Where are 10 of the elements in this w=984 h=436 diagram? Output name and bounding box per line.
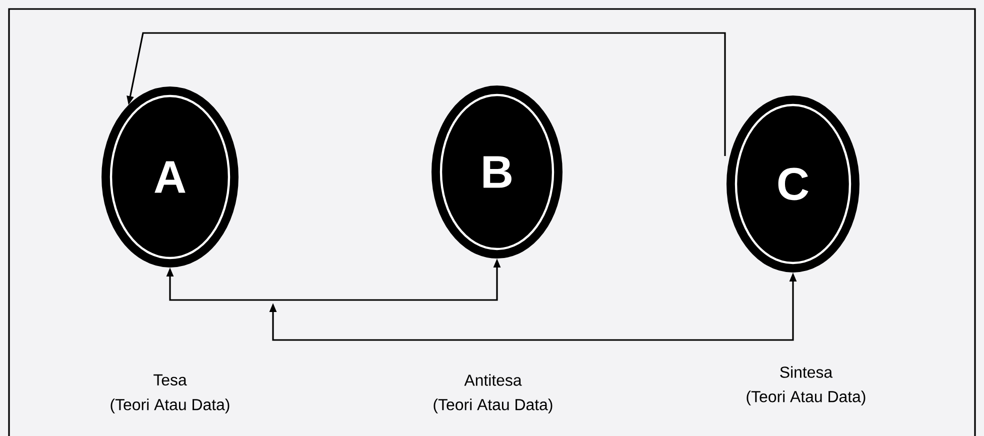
caption-text: Antitesa (464, 374, 522, 386)
caption-text: Tesa (154, 374, 187, 386)
caption-text: (Teori Atau Data) (434, 398, 552, 414)
caption-text: (Teori Atau Data) (110, 398, 230, 414)
caption-text: (Teori Atau Data) (746, 390, 866, 406)
circle-node: C (726, 96, 860, 272)
circle-node: A (102, 86, 238, 268)
caption-text: Sintesa (780, 366, 833, 378)
arrow (126, 32, 726, 156)
circle-node: B (432, 86, 562, 258)
